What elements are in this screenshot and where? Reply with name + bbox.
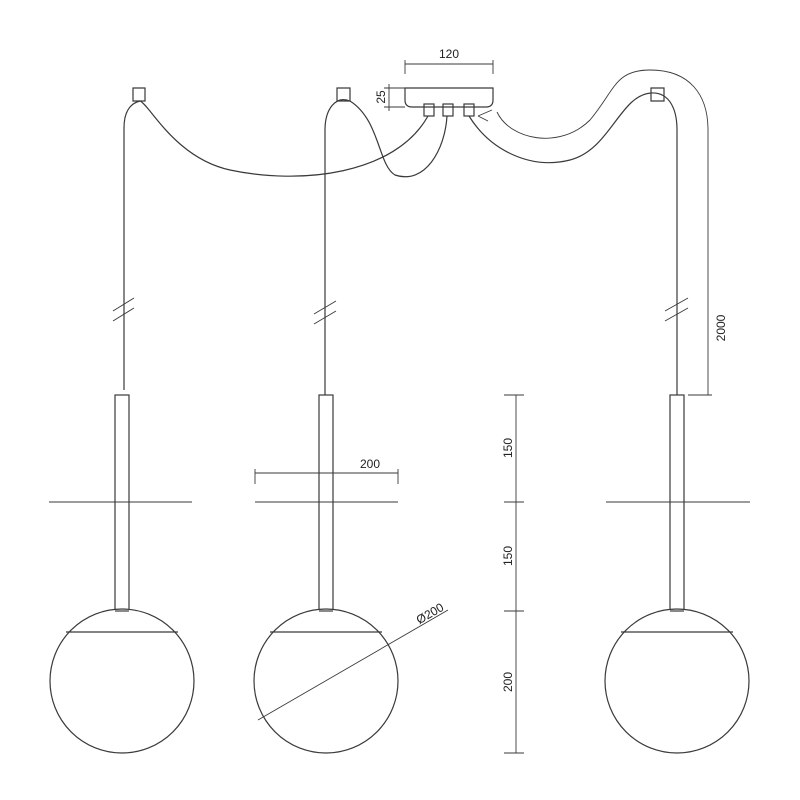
globe-diameter-label: Ø200	[414, 600, 447, 627]
vertical-dimension-chain: 150 150 200	[501, 394, 524, 754]
cable-middle	[313, 99, 448, 395]
cable-length-dimension: 2000	[477, 69, 728, 396]
ceiling-hook-left	[132, 87, 146, 102]
shade-span-dimension: 200	[254, 457, 399, 484]
cable-length-label: 2000	[714, 314, 728, 341]
cable-left	[112, 100, 429, 390]
cable-right	[468, 92, 689, 395]
canopy-width-label: 120	[439, 47, 459, 61]
ceiling-canopy	[404, 87, 494, 117]
ceiling-hook-middle	[336, 87, 351, 102]
rod-lower-label: 150	[501, 546, 515, 566]
ceiling-hook-right	[650, 87, 665, 102]
lamp-middle	[253, 394, 399, 754]
lamp-right	[604, 394, 750, 754]
lamp-left	[49, 394, 195, 754]
canopy-width-dimension: 120	[404, 47, 494, 74]
shade-span-label: 200	[360, 457, 380, 471]
canopy-height-dimension: 25	[374, 84, 405, 111]
canopy-height-label: 25	[374, 90, 388, 104]
globe-height-label: 200	[501, 672, 515, 692]
rod-upper-label: 150	[501, 438, 515, 458]
